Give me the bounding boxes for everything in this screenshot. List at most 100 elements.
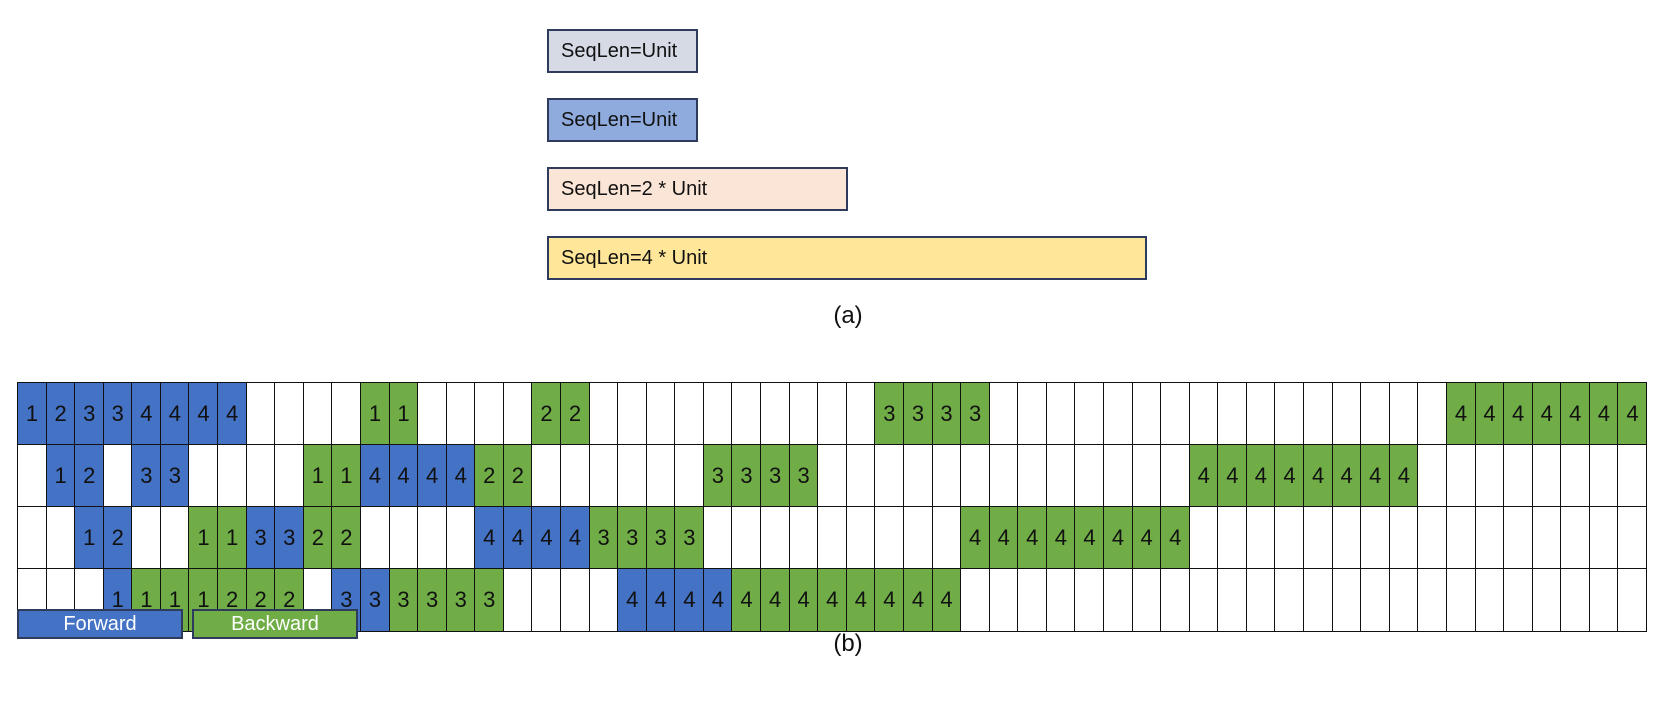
- empty-cell: [1074, 382, 1105, 446]
- backward-cell: 4: [1360, 444, 1391, 508]
- empty-cell: [1217, 568, 1248, 632]
- empty-cell: [731, 382, 762, 446]
- empty-cell: [1617, 506, 1648, 570]
- empty-cell: [1103, 444, 1134, 508]
- empty-cell: [1360, 382, 1391, 446]
- empty-cell: [931, 506, 962, 570]
- empty-cell: [674, 444, 705, 508]
- empty-cell: [359, 506, 391, 570]
- backward-cell: 1: [359, 382, 391, 446]
- empty-cell: [1503, 444, 1534, 508]
- empty-cell: [1131, 382, 1162, 446]
- forward-cell: 3: [102, 382, 133, 446]
- empty-cell: [645, 382, 676, 446]
- empty-cell: [1388, 382, 1419, 446]
- empty-cell: [988, 382, 1019, 446]
- forward-cell: 4: [217, 382, 248, 446]
- empty-cell: [1417, 506, 1448, 570]
- backward-cell: 2: [331, 506, 362, 570]
- empty-cell: [502, 382, 533, 446]
- backward-cell: 4: [988, 506, 1019, 570]
- backward-cell: 2: [531, 382, 562, 446]
- backward-cell: 3: [731, 444, 762, 508]
- empty-cell: [817, 444, 848, 508]
- empty-cell: [188, 444, 219, 508]
- empty-cell: [17, 506, 48, 570]
- empty-cell: [817, 382, 848, 446]
- empty-cell: [702, 382, 733, 446]
- empty-cell: [1588, 444, 1619, 508]
- empty-cell: [1588, 506, 1619, 570]
- backward-cell: 4: [817, 568, 848, 632]
- empty-cell: [1274, 568, 1305, 632]
- seqlen-box-1: SeqLen=Unit: [547, 29, 698, 73]
- forward-cell: 4: [531, 506, 562, 570]
- empty-cell: [1331, 568, 1362, 632]
- forward-cell: 4: [131, 382, 162, 446]
- caption-a: (a): [833, 302, 863, 329]
- empty-cell: [560, 568, 591, 632]
- empty-cell: [617, 444, 648, 508]
- empty-cell: [1160, 382, 1191, 446]
- backward-cell: 4: [1388, 444, 1419, 508]
- empty-cell: [1331, 506, 1362, 570]
- empty-cell: [1474, 506, 1505, 570]
- empty-cell: [1617, 568, 1648, 632]
- backward-cell: 3: [931, 382, 962, 446]
- empty-cell: [388, 506, 419, 570]
- backward-cell: 2: [560, 382, 591, 446]
- empty-cell: [1131, 444, 1162, 508]
- backward-cell: 1: [331, 444, 362, 508]
- empty-cell: [1560, 444, 1591, 508]
- forward-cell: 4: [159, 382, 190, 446]
- empty-cell: [1017, 382, 1048, 446]
- backward-cell: 4: [1303, 444, 1334, 508]
- empty-cell: [1274, 506, 1305, 570]
- empty-cell: [1131, 568, 1162, 632]
- empty-cell: [1188, 382, 1219, 446]
- empty-cell: [1503, 506, 1534, 570]
- backward-cell: 1: [302, 444, 333, 508]
- empty-cell: [274, 382, 305, 446]
- backward-cell: 3: [588, 506, 619, 570]
- empty-cell: [1617, 444, 1648, 508]
- empty-cell: [1017, 568, 1048, 632]
- empty-cell: [931, 444, 962, 508]
- backward-cell: 3: [445, 568, 476, 632]
- empty-cell: [674, 382, 705, 446]
- empty-cell: [1303, 506, 1334, 570]
- empty-cell: [702, 506, 733, 570]
- empty-cell: [960, 444, 991, 508]
- empty-cell: [502, 568, 533, 632]
- empty-cell: [902, 506, 934, 570]
- backward-cell: 1: [188, 506, 219, 570]
- empty-cell: [1388, 568, 1419, 632]
- empty-cell: [588, 568, 619, 632]
- empty-cell: [845, 444, 876, 508]
- forward-cell: 4: [188, 382, 219, 446]
- empty-cell: [760, 506, 791, 570]
- backward-cell: 3: [874, 382, 905, 446]
- empty-cell: [1474, 444, 1505, 508]
- caption-b: (b): [833, 630, 863, 657]
- backward-cell: 3: [617, 506, 648, 570]
- empty-cell: [817, 506, 848, 570]
- backward-cell: 4: [1245, 444, 1276, 508]
- backward-cell: 4: [1188, 444, 1219, 508]
- empty-cell: [245, 382, 276, 446]
- backward-cell: 3: [388, 568, 419, 632]
- backward-cell: 3: [702, 444, 733, 508]
- empty-cell: [445, 382, 476, 446]
- forward-cell: 3: [74, 382, 105, 446]
- empty-cell: [131, 506, 162, 570]
- empty-cell: [588, 382, 619, 446]
- empty-cell: [331, 382, 362, 446]
- backward-cell: 4: [874, 568, 905, 632]
- empty-cell: [302, 382, 333, 446]
- backward-cell: 4: [1531, 382, 1562, 446]
- empty-cell: [531, 568, 562, 632]
- forward-cell: 4: [417, 444, 448, 508]
- backward-cell: 3: [902, 382, 934, 446]
- forward-cell: 2: [45, 382, 76, 446]
